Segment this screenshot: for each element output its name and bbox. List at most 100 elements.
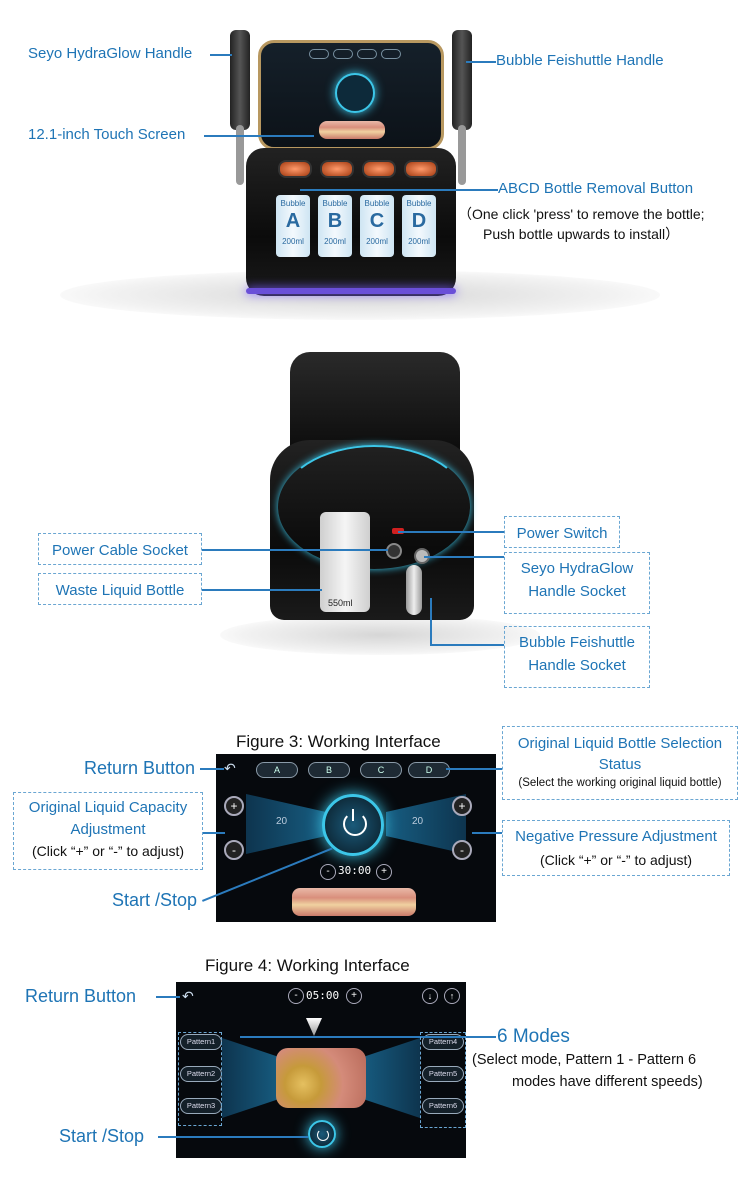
hydraglow-handle: [230, 30, 250, 130]
pattern-5-button[interactable]: Pattern5: [422, 1066, 464, 1082]
leader-line: [300, 189, 498, 191]
pressure-note: (Click “+” or “-” to adjust): [539, 852, 693, 868]
bottle-tab-d[interactable]: D: [408, 762, 450, 778]
skin-layer-image: [292, 888, 416, 916]
bubble-cable: [458, 125, 466, 185]
pressure-plus-button[interactable]: +: [452, 796, 472, 816]
pressure-minus-button[interactable]: -: [452, 840, 472, 860]
bottle-letter: A: [285, 210, 301, 232]
label-return-button: Return Button: [84, 758, 196, 778]
bottle-tab-b[interactable]: B: [308, 762, 350, 778]
pressure-value: 20: [412, 816, 424, 827]
bottle-a: Bubble A 200ml: [276, 195, 310, 257]
power-icon: [317, 1129, 329, 1141]
capacity-minus-button[interactable]: -: [224, 840, 244, 860]
bottle-volume: 200ml: [408, 237, 430, 246]
removal-note-2: Push bottle upwards to install）: [483, 226, 680, 242]
bottle-tag: Bubble: [364, 199, 390, 208]
timer-display: 05:00: [306, 989, 340, 1002]
label-power-switch: Power Switch: [504, 516, 620, 548]
bottle-removal-button-a[interactable]: [278, 160, 312, 178]
figure-3-title: Figure 3: Working Interface: [236, 732, 441, 751]
arrow-up-icon[interactable]: ↑: [444, 988, 460, 1004]
start-stop-button[interactable]: [322, 794, 384, 856]
bubble-handle: [452, 30, 472, 130]
bottle-removal-button-b[interactable]: [320, 160, 354, 178]
label-power-cable-socket: Power Cable Socket: [38, 533, 202, 565]
return-arrow-icon[interactable]: ↶: [224, 760, 236, 776]
label-return-button: Return Button: [25, 986, 137, 1006]
pattern-3-button[interactable]: Pattern3: [180, 1098, 222, 1114]
label-hydraglow-socket: Seyo HydraGlow Handle Socket: [504, 552, 650, 614]
leader-line: [210, 54, 232, 56]
modes-note-2: modes have different speeds): [512, 1074, 703, 1090]
bottle-status-line-1: Original Liquid Bottle Selection: [517, 735, 723, 752]
capacity-line-2: Adjustment: [70, 820, 146, 838]
interface-panel-3: ↶ A B C D + - + - 20 20 - 30:00 +: [216, 754, 496, 922]
bottle-tag: Bubble: [322, 199, 348, 208]
arrow-down-icon[interactable]: ↓: [422, 988, 438, 1004]
pattern-4-button[interactable]: Pattern4: [422, 1034, 464, 1050]
cyan-accent-light: [278, 445, 470, 569]
leader-line: [156, 996, 180, 998]
bottle-removal-button-c[interactable]: [362, 160, 396, 178]
bottle-status-note: (Select the working original liquid bott…: [518, 777, 722, 789]
label-removal-button: ABCD Bottle Removal Button: [498, 180, 694, 197]
label-waste-liquid-bottle: Waste Liquid Bottle: [38, 573, 202, 605]
leader-line: [472, 832, 502, 834]
figure-4-title: Figure 4: Working Interface: [205, 956, 410, 975]
capacity-note: (Click “+” or “-” to adjust): [31, 842, 185, 859]
capacity-line-1: Original Liquid Capacity: [28, 799, 188, 816]
pattern-6-button[interactable]: Pattern6: [422, 1098, 464, 1114]
power-cable-socket[interactable]: [386, 543, 402, 559]
bottle-tag: Bubble: [406, 199, 432, 208]
label-pressure-adjustment: Negative Pressure Adjustment (Click “+” …: [502, 820, 730, 876]
bottle-status-line-2: Status: [598, 756, 642, 773]
bubble-handle-socket[interactable]: [406, 565, 422, 615]
leader-line: [430, 598, 432, 644]
screen-tabs: [309, 49, 401, 59]
label-bubble-handle: Bubble Feishuttle Handle: [496, 52, 664, 69]
label-bottle-status: Original Liquid Bottle Selection Status …: [502, 726, 738, 800]
bottle-tab-a[interactable]: A: [256, 762, 298, 778]
floor-shadow: [220, 615, 540, 655]
label-hydraglow-handle: Seyo HydraGlow Handle: [28, 45, 193, 62]
timer-plus-button[interactable]: +: [376, 864, 392, 880]
hydraglow-socket-line-1: Seyo HydraGlow: [520, 560, 634, 577]
bubble-socket-line-2: Handle Socket: [528, 657, 626, 675]
modes-note-1: (Select mode, Pattern 1 - Pattern 6: [472, 1052, 697, 1068]
bottle-tab-c[interactable]: C: [360, 762, 402, 778]
leader-line: [204, 135, 314, 137]
pressure-line-1: Negative Pressure Adjustment: [515, 828, 717, 845]
capacity-plus-button[interactable]: +: [224, 796, 244, 816]
removal-note-1: （One click 'press' to remove the bottle;: [458, 206, 705, 222]
bottle-volume: 200ml: [324, 237, 346, 246]
bottle-tag: Bubble: [280, 199, 306, 208]
right-modes-box: [420, 1032, 466, 1128]
timer-plus-button[interactable]: +: [346, 988, 362, 1004]
leader-line: [200, 768, 224, 770]
right-wing: [360, 1038, 420, 1118]
screen-power-icon: [335, 73, 375, 113]
bubble-socket-line-1: Bubble Feishuttle: [519, 634, 635, 651]
label-6-modes: 6 Modes: [497, 1026, 570, 1047]
power-icon: [343, 812, 367, 836]
bottle-letter: B: [327, 210, 343, 232]
timer-minus-button[interactable]: -: [320, 864, 336, 880]
bottle-volume: 200ml: [282, 237, 304, 246]
leader-line: [466, 61, 496, 63]
timer-minus-button[interactable]: -: [288, 988, 304, 1004]
base-light: [246, 288, 456, 294]
pattern-1-button[interactable]: Pattern1: [180, 1034, 222, 1050]
waste-liquid-bottle: 550ml: [320, 512, 370, 612]
bottle-removal-button-d[interactable]: [404, 160, 438, 178]
start-stop-button[interactable]: [308, 1120, 336, 1148]
leader-line: [203, 832, 225, 834]
label-start-stop: Start /Stop: [112, 890, 198, 910]
waste-volume: 550ml: [328, 598, 353, 608]
nozzle-icon: [306, 1018, 322, 1036]
return-arrow-icon[interactable]: ↶: [182, 988, 194, 1004]
leader-line: [202, 589, 322, 591]
left-modes-box: [178, 1032, 222, 1126]
hydraglow-cable: [236, 125, 244, 185]
